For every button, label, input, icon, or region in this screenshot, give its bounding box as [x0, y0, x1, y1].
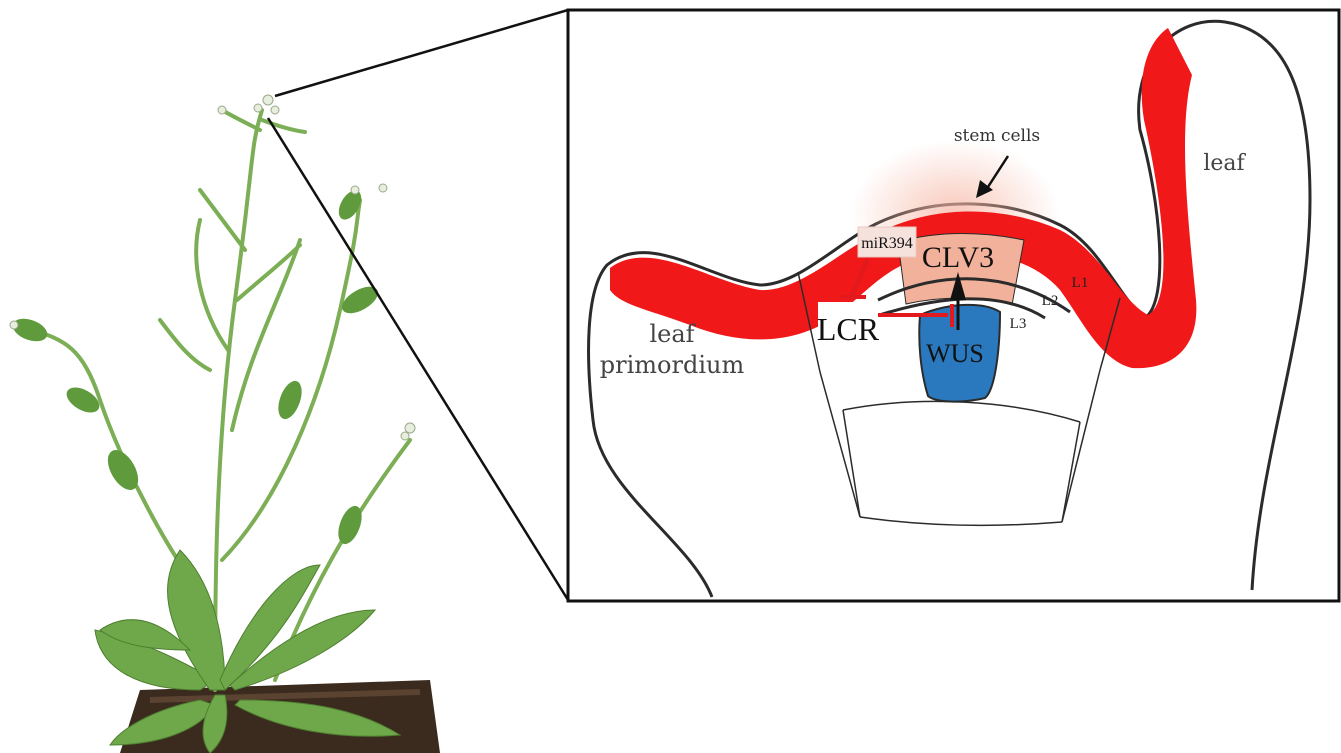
l2-label: L2	[1042, 293, 1059, 309]
stem-cells-label: stem cells	[954, 126, 1040, 146]
flower-buds	[10, 95, 415, 440]
lcr-label: LCR	[817, 311, 880, 347]
meristem-inset: stem cells leaf leaf primordium miR394 C…	[568, 10, 1339, 601]
mir394-label: miR394	[861, 235, 913, 252]
clv3-label: CLV3	[922, 241, 994, 274]
leaf-primordium-label-line1: leaf	[649, 320, 696, 348]
zoom-lines	[268, 10, 568, 600]
l1-label: L1	[1072, 275, 1089, 291]
l3-label: L3	[1010, 316, 1027, 332]
leaf-primordium-label-line2: primordium	[600, 351, 745, 379]
plant-photo	[10, 95, 440, 753]
leaf-label: leaf	[1203, 151, 1246, 176]
wus-label: WUS	[926, 339, 984, 368]
